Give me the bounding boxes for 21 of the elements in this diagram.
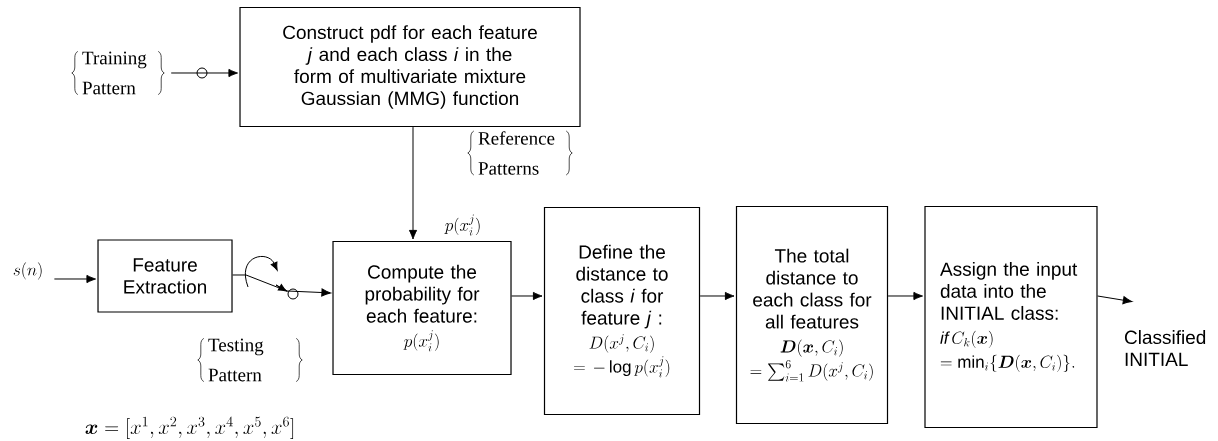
process-box: Feature Extraction [97,239,233,313]
arrow [511,291,543,301]
formula-label: $\boldsymbol{x}=[x^1,x^2,x^3,x^4,x^5,x^6]$ [85,416,294,439]
arrow [887,291,923,301]
arrow [53,274,96,284]
output-label: Classified INITIAL [1124,330,1206,366]
process-box: Assign the input data into the INITIAL class: $\mathit{if}\, C_k(\boldsymbol{x})$ $=\min_i\{\boldsymbol{D}(\boldsymbol{x},C_i)\}.$ [924,205,1098,429]
input-label: Training Pattern [71,51,165,95]
arrow [699,291,735,301]
signal-label: $s(n)$ [13,262,42,280]
arrow [232,274,331,297]
arrow [408,126,418,240]
arrow [170,68,238,78]
process-box: Define the distance to class i for feature j : $D(x^j,C_i)$ $=-\log p(x_i^j)$ [543,206,701,416]
arrow [1097,295,1133,305]
process-box: Compute the probability for each feature: $p(x_i^j)$ [332,240,512,376]
formula-label: $p(x_i^j)$ [444,214,480,236]
process-box: The total distance to each class for all features $\boldsymbol{D}(\boldsymbol{x},C_i)$ $=\sum_{i=1}^{6} D(x^j,C_i)$ [735,205,889,425]
edge-label: Testing Pattern [197,338,303,382]
process-box: Construct pdf for each feature j and each class i in the form of multivariate mixture Gaussian (MMG) function [239,6,581,128]
edge-label: Reference Patterns [467,130,573,176]
